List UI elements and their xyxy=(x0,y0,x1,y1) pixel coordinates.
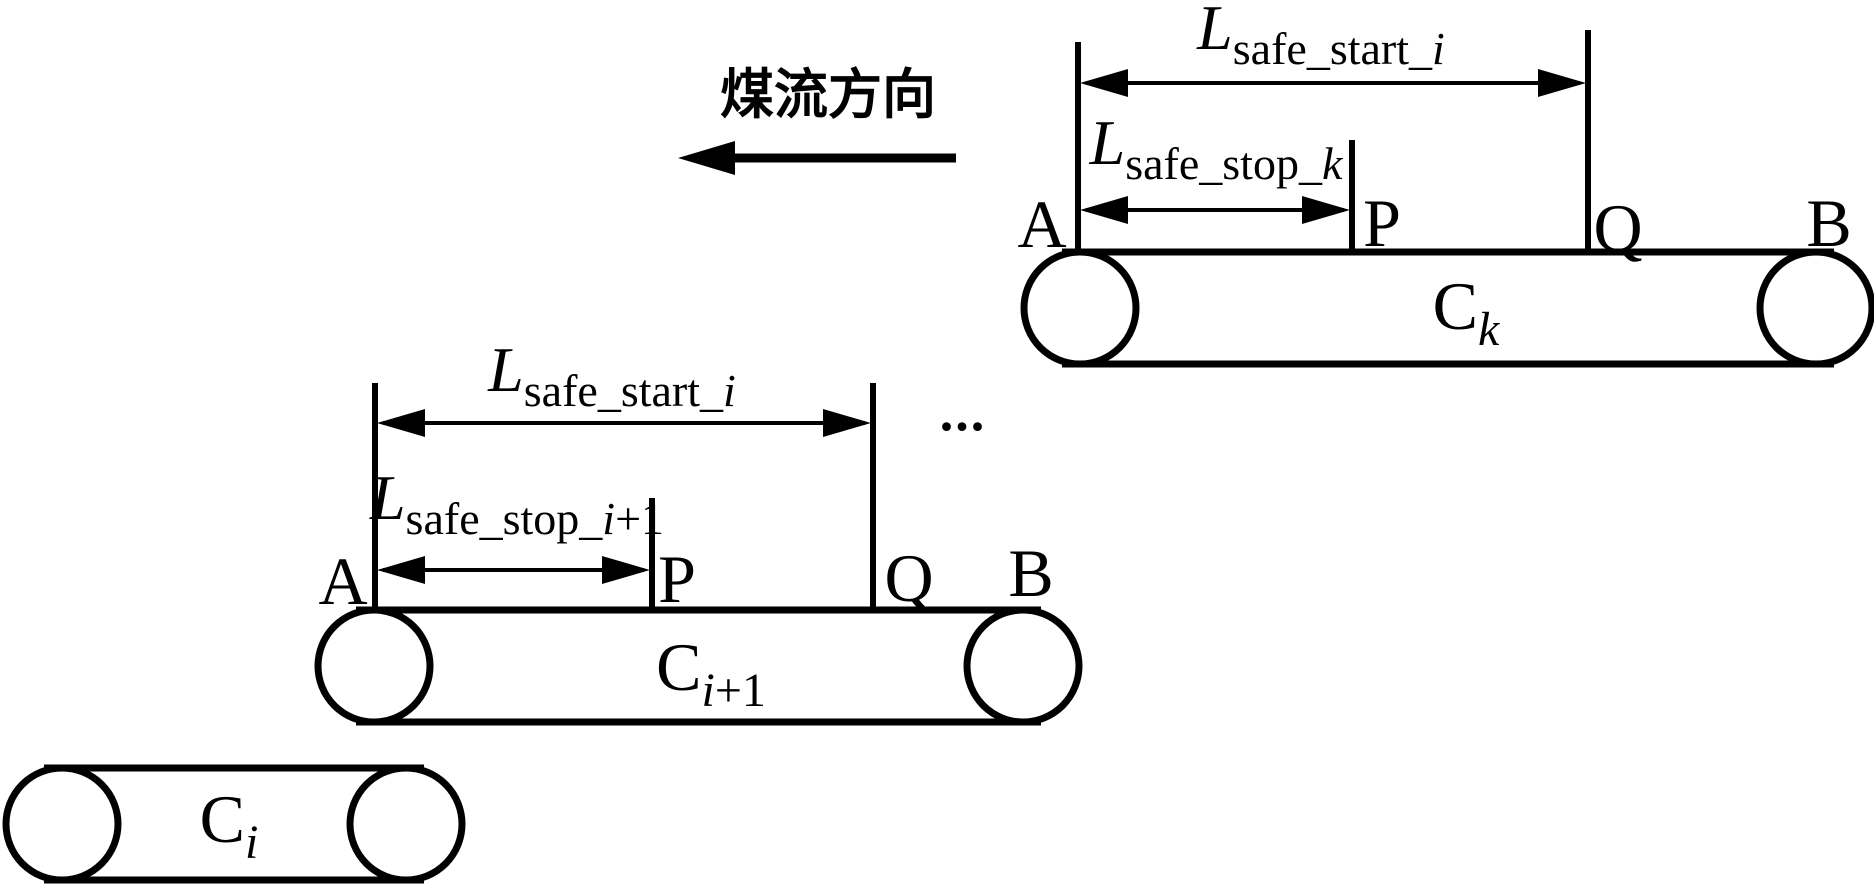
ci1-dim-arrow-safe-start xyxy=(377,409,871,437)
ck-safe-start-index: i xyxy=(1432,23,1445,74)
ci1-safe-start-index: i xyxy=(723,365,736,416)
ci-belt-label-main: C xyxy=(199,781,246,857)
conveyor-ck-belt xyxy=(1020,248,1874,368)
ck-belt-label-sub: k xyxy=(1478,303,1500,356)
ci1-dim-arrow-safe-stop xyxy=(377,556,650,584)
ci1-belt-label-main: C xyxy=(656,629,702,705)
ci1-belt-label-sub-index: i xyxy=(701,664,715,717)
ck-dim-label-safe-stop: Lsafe_stop_k xyxy=(1090,111,1343,187)
flow-arrow-left-head-icon xyxy=(678,141,735,175)
ci1-point-label-p: P xyxy=(658,541,696,617)
conveyor-ci1-belt xyxy=(314,606,1083,726)
ck-right-roller-icon xyxy=(1756,248,1874,368)
ck-safe-stop-subscript: safe_stop_ xyxy=(1125,138,1322,189)
ci1-safe-start-subscript: safe_start_ xyxy=(523,365,724,416)
ck-safe-start-subscript: safe_start_ xyxy=(1232,23,1433,74)
ci-left-roller-icon xyxy=(2,764,122,884)
ck-safe-start-left-head-icon xyxy=(1080,69,1128,97)
ci1-right-roller-icon xyxy=(963,606,1083,726)
ck-belt-label-main: C xyxy=(1432,268,1479,344)
ck-left-roller-icon xyxy=(1020,248,1140,368)
flow-direction-label: 煤流方向 xyxy=(720,65,936,125)
ck-safe-start-right-head-icon xyxy=(1538,69,1586,97)
conveyor-ci-belt xyxy=(2,764,466,884)
ci1-safe-stop-index-suffix: +1 xyxy=(615,493,665,544)
ck-point-label-q: Q xyxy=(1593,190,1643,266)
ellipsis-label: ... xyxy=(939,382,987,442)
ck-dim-arrow-safe-stop xyxy=(1080,196,1350,224)
ci1-safe-stop-left-head-icon xyxy=(377,556,425,584)
ci1-point-label-b: B xyxy=(1008,535,1054,611)
ci1-safe-stop-index: i xyxy=(602,493,616,544)
ck-safe-stop-symbol: L xyxy=(1089,107,1126,178)
ci1-dim-label-safe-start: Lsafe_start_i xyxy=(488,338,736,414)
ck-dim-label-safe-start: Lsafe_start_i xyxy=(1197,0,1445,72)
ci-belt-label: Ci xyxy=(200,785,259,867)
ck-point-label-p: P xyxy=(1363,185,1401,261)
ci-belt-label-sub: i xyxy=(245,816,259,869)
ci1-belt-label: Ci+1 xyxy=(656,633,766,715)
ci1-dim-label-safe-stop: Lsafe_stop_i+1 xyxy=(370,466,664,542)
ci1-point-label-a: A xyxy=(318,543,368,619)
conveyor-ck-ticks xyxy=(1075,30,1591,252)
ci1-safe-stop-right-head-icon xyxy=(602,556,650,584)
conveyor-ci1-ticks xyxy=(372,383,876,610)
ci1-safe-stop-symbol: L xyxy=(369,462,406,533)
ck-safe-stop-right-head-icon xyxy=(1302,196,1350,224)
ck-dim-arrow-safe-start xyxy=(1080,69,1586,97)
ck-point-label-a: A xyxy=(1017,186,1067,262)
ci1-belt-label-sub-suffix: +1 xyxy=(714,664,766,717)
ci1-safe-start-symbol: L xyxy=(488,334,524,405)
ci-right-roller-icon xyxy=(346,764,466,884)
ci1-left-roller-icon xyxy=(314,606,434,726)
ck-belt-label: Ck xyxy=(1433,272,1500,354)
ci1-safe-start-right-head-icon xyxy=(823,409,871,437)
ck-safe-start-symbol: L xyxy=(1197,0,1233,63)
ck-point-label-b: B xyxy=(1806,185,1852,261)
flow-direction-arrow xyxy=(678,141,956,175)
ck-safe-stop-left-head-icon xyxy=(1080,196,1128,224)
ci1-safe-stop-subscript: safe_stop_ xyxy=(405,493,603,544)
ck-safe-stop-index: k xyxy=(1321,138,1343,189)
ci1-point-label-q: Q xyxy=(884,540,934,616)
ci1-safe-start-left-head-icon xyxy=(377,409,425,437)
